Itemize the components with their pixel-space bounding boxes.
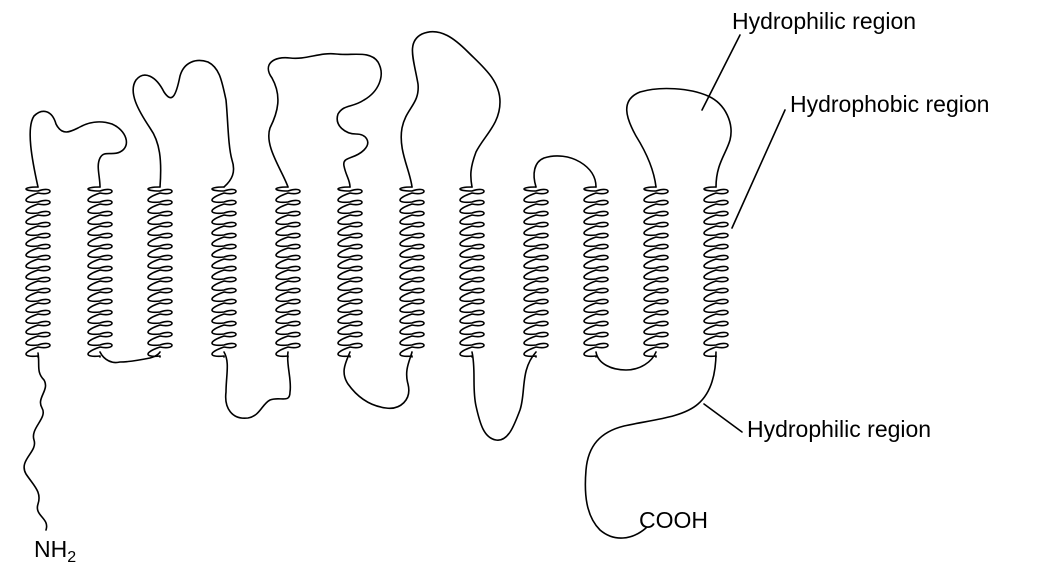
helix-1 [26, 187, 50, 357]
cooh-terminus-label: COOH [639, 509, 708, 532]
loop-extra-6 [627, 89, 731, 187]
loop-intra-5 [596, 352, 656, 370]
helix-11 [644, 187, 668, 357]
leader-hydrophilic-bottom [704, 404, 742, 432]
helix-6 [338, 187, 362, 357]
helix-2 [88, 187, 112, 357]
nh2-terminus-label: NH2 [34, 538, 76, 566]
helix-7 [400, 187, 424, 357]
helix-10 [584, 187, 608, 357]
helix-3 [148, 187, 172, 357]
loop-intra-3 [344, 352, 412, 408]
loop-intra-1 [100, 352, 160, 363]
loop-extra-3 [268, 54, 381, 187]
nh2-subscript: 2 [67, 549, 76, 566]
helix-5 [276, 187, 300, 357]
transmembrane-helices [26, 187, 728, 357]
loop-intra-4 [472, 352, 536, 440]
hydrophilic-region-top-label: Hydrophilic region [732, 10, 916, 33]
hydrophilic-region-bottom-label: Hydrophilic region [747, 418, 931, 441]
leader-hydrophobic [732, 110, 785, 228]
hydrophobic-region-label: Hydrophobic region [790, 93, 989, 116]
loop-extra-2 [133, 61, 233, 187]
loop-extra-5 [534, 156, 596, 187]
helix-12 [704, 187, 728, 357]
helix-8 [460, 187, 484, 357]
helix-9 [524, 187, 548, 357]
loop-extra-4 [401, 32, 500, 187]
n-terminal-tail [24, 353, 47, 530]
helix-4 [212, 187, 236, 357]
loop-intra-2 [224, 352, 290, 418]
loop-extra-1 [30, 111, 126, 187]
leader-hydrophilic-top [702, 35, 740, 110]
connecting-loops [24, 32, 731, 538]
nh2-base: NH [34, 536, 67, 562]
